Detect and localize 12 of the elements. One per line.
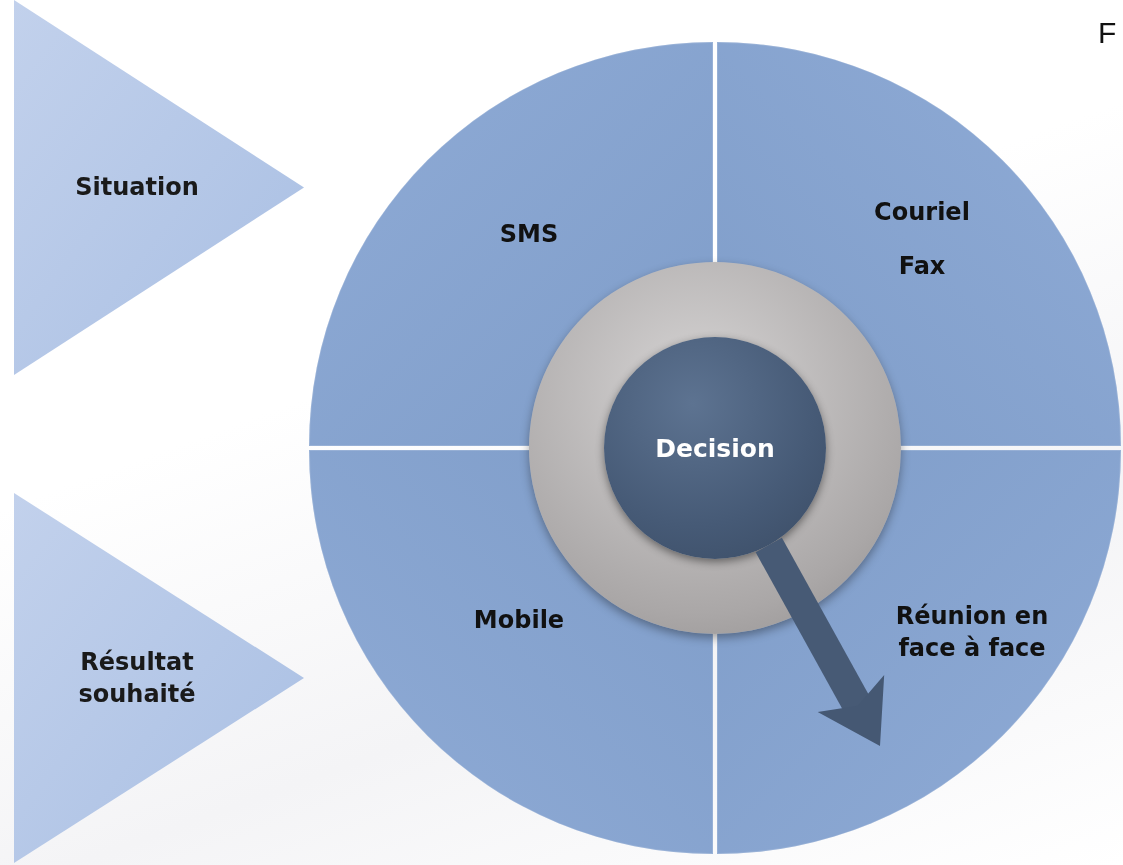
quadrant-label: Mobile [472,605,566,636]
quadrant-label: Réunion en face à face [894,601,1050,665]
triangle-shape [14,0,304,375]
decision-label: Decision [655,433,775,463]
triangle-label: Situation [74,172,200,204]
text-label: F [1098,16,1117,50]
triangle-shape [14,493,304,863]
quadrant-label: SMS [498,219,560,250]
quadrant-label: Couriel [873,197,971,228]
quadrant-label: Fax [897,251,947,282]
arrow [755,537,885,746]
triangle-label: Résultat souhaité [77,646,197,710]
